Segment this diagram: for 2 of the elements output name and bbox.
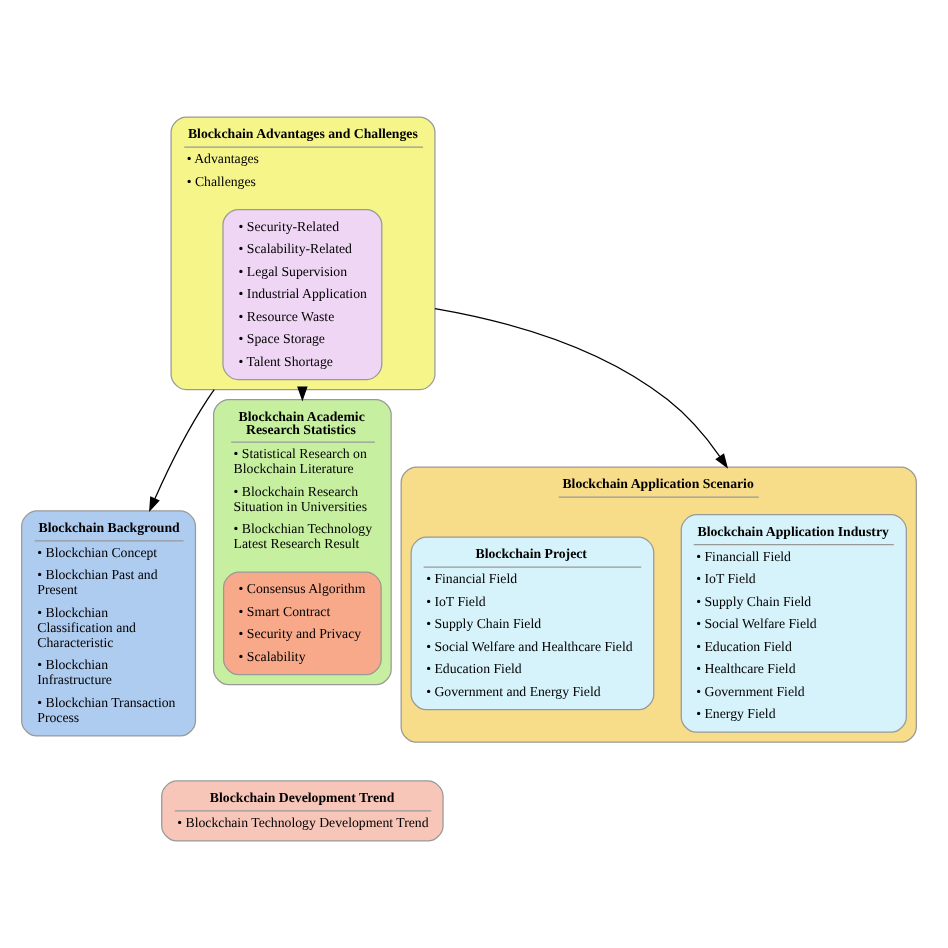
arrow <box>149 388 215 513</box>
arrow <box>434 307 729 469</box>
